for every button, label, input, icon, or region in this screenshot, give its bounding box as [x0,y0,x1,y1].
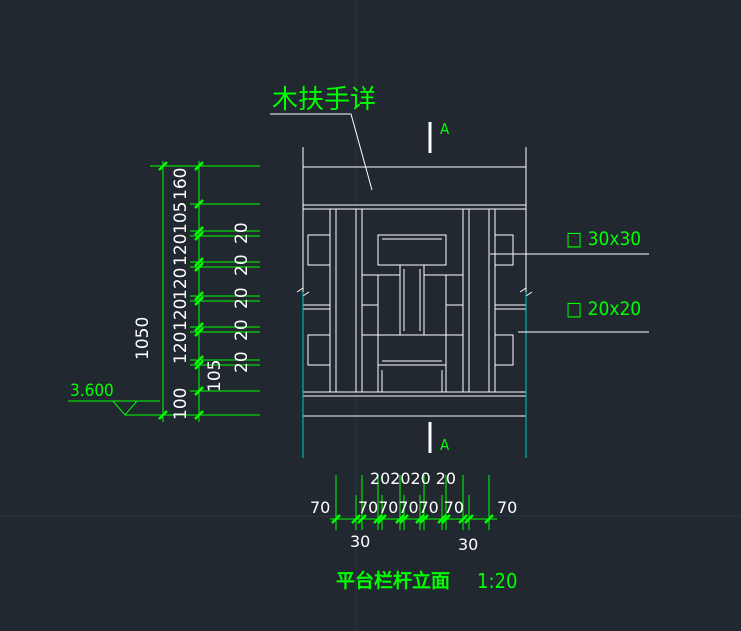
dim-label: 160 [171,168,191,200]
overall-height-dim: 1050 [133,317,153,360]
dim-label: 20 [232,351,252,373]
bottom-dim-30-left: 30 [350,532,370,551]
dim-label: 120 [171,299,191,331]
elevation-symbol [68,400,163,416]
dim-label: 20 [232,319,252,341]
dim-label: 20 [232,287,252,309]
railing-elevation [296,147,533,417]
dim-label: 20 [232,254,252,276]
elevation-label: 3.600 [70,381,114,401]
left-dim-labels: 160 105 120 120 120 120 105 100 [171,168,225,420]
bottom-dimension-ticks [331,514,494,524]
bottom-dim-30-right: 30 [458,535,478,554]
callout-bottom: □ 20x20 [566,298,641,320]
drawing-scale: 1:20 [477,569,517,593]
dim-label: 105 [171,202,191,234]
dim-label: 105 [205,360,225,392]
bottom-dim-top-row: 202020 20 [370,469,456,488]
drawing-title: 平台栏杆立面 [336,569,450,592]
detail-label: 木扶手详 [272,85,376,115]
section-label-bottom: A [440,436,450,454]
dim-label: 120 [171,268,191,300]
callout-top: □ 30x30 [566,228,641,250]
extent-lines [302,292,527,458]
detail-leader [270,113,373,191]
right-dim-labels: 20 20 20 20 20 [232,222,252,373]
dim-label: 120 [171,234,191,266]
bottom-dim-mid-row: 70707070 70 [358,498,464,517]
left-dimension-lines [150,161,260,422]
bottom-dim-left: 70 [310,498,330,517]
dim-label: 100 [171,388,191,420]
section-label-top: A [440,120,450,138]
dim-label: 20 [232,222,252,244]
dim-label: 120 [171,332,191,364]
bottom-dim-right: 70 [497,498,517,517]
